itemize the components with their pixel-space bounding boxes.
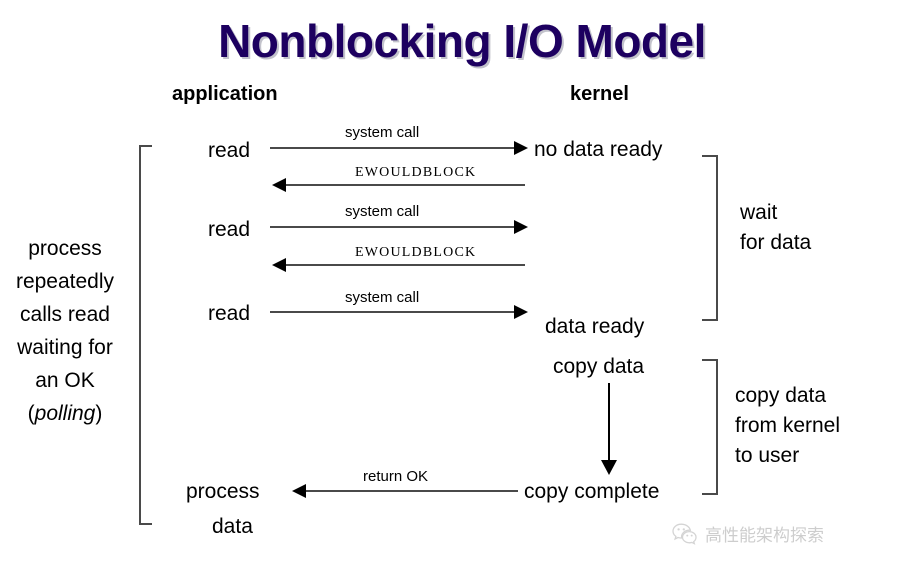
copy-data-line: from kernel — [735, 414, 841, 437]
arrow-line-ewouldblock-1 — [286, 184, 525, 186]
left-description-line-polling: (polling) — [0, 397, 130, 430]
wait-for-data-line: for data — [740, 231, 812, 254]
arrow-head-system-call-1 — [514, 141, 528, 155]
copy-data-bracket — [702, 359, 718, 495]
left-description-line: process — [28, 237, 102, 260]
copy-data-line: copy data — [735, 384, 827, 407]
app-read-1: read — [208, 139, 251, 162]
arrow-line-copy — [608, 383, 610, 462]
arrow-head-ewouldblock-2 — [272, 258, 286, 272]
arrow-label-return-ok: return OK — [363, 468, 429, 485]
copy-data-line: to user — [735, 444, 800, 467]
wait-for-data-note: wait for data — [740, 198, 811, 258]
copy-data-note: copy data from kernel to user — [735, 381, 840, 471]
left-description: process repeatedly calls read waiting fo… — [0, 232, 130, 430]
arrow-line-system-call-2 — [270, 226, 514, 228]
paren-open: ( — [27, 402, 35, 425]
arrow-head-copy — [601, 460, 617, 475]
polling-emphasis: polling — [34, 402, 96, 425]
column-header-application: application — [172, 83, 278, 105]
arrow-head-return-ok — [292, 484, 306, 498]
app-read-3: read — [208, 302, 251, 325]
arrow-label-system-call-3: system call — [345, 289, 420, 306]
arrow-head-ewouldblock-1 — [272, 178, 286, 192]
arrow-label-system-call-2: system call — [345, 203, 420, 220]
arrow-head-system-call-3 — [514, 305, 528, 319]
wechat-icon — [672, 523, 697, 545]
arrow-label-ewouldblock-1: EWOULDBLOCK — [355, 165, 477, 180]
arrow-line-system-call-1 — [270, 147, 514, 149]
watermark: 高性能架构探索 — [672, 521, 824, 546]
kernel-no-data-ready: no data ready — [534, 138, 663, 161]
left-description-line: an OK — [35, 369, 95, 392]
left-process-bracket — [139, 145, 152, 525]
kernel-copy-complete: copy complete — [524, 480, 660, 503]
page-title: Nonblocking I/O Model — [218, 15, 706, 67]
app-process-data: data — [212, 515, 253, 538]
paren-close: ) — [95, 402, 103, 425]
app-process: process — [186, 480, 260, 503]
arrow-head-system-call-2 — [514, 220, 528, 234]
left-description-line: repeatedly — [15, 270, 115, 293]
arrow-line-return-ok — [306, 490, 518, 492]
watermark-text: 高性能架构探索 — [705, 526, 824, 545]
app-read-2: read — [208, 218, 251, 241]
kernel-copy-data: copy data — [553, 355, 645, 378]
left-description-line: calls read — [20, 303, 110, 326]
arrow-line-ewouldblock-2 — [286, 264, 525, 266]
wait-for-data-line: wait — [740, 201, 778, 224]
left-description-line: waiting for — [17, 336, 113, 359]
column-header-kernel: kernel — [570, 83, 629, 105]
arrow-label-ewouldblock-2: EWOULDBLOCK — [355, 245, 477, 260]
arrow-line-system-call-3 — [270, 311, 514, 313]
arrow-label-system-call-1: system call — [345, 124, 420, 141]
kernel-data-ready: data ready — [545, 315, 645, 338]
wait-for-data-bracket — [702, 155, 718, 321]
